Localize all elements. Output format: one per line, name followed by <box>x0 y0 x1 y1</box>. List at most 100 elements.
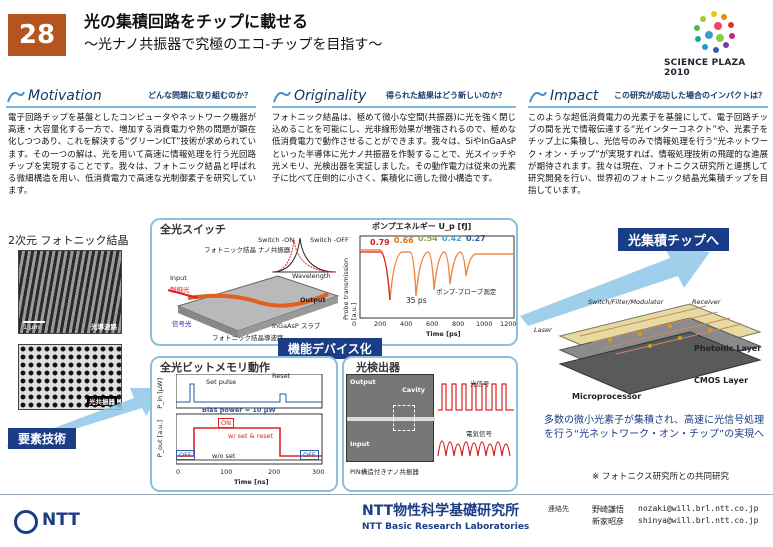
ntt-logo-icon <box>14 510 38 534</box>
memory-panel <box>150 356 338 492</box>
spectrum-inset <box>271 237 337 273</box>
det-cavity-label: Cavity <box>402 386 425 394</box>
pump-probe-chart <box>359 235 515 319</box>
resonator-label: 光共振器 <box>87 396 117 406</box>
pump-value-5: 0.27 <box>466 234 486 243</box>
wavelength-label: Wavelength <box>292 272 331 280</box>
waveguide-sem-image: 1 μm 光導波路 <box>18 250 122 334</box>
originality-heading: Originality <box>294 88 367 104</box>
memory-chart <box>176 374 323 465</box>
pp-tick-400: 400 <box>400 320 413 328</box>
mem-time-axis: Time [ns] <box>234 478 269 486</box>
detector-signals <box>437 383 514 457</box>
resonator-sem-image: 光共振器 <box>18 344 122 410</box>
pp-tick-1200: 1200 <box>500 320 517 328</box>
scale-bar <box>23 321 45 323</box>
woset-label: w/o set <box>212 452 236 460</box>
det-output-label: Output <box>350 378 376 386</box>
footer <box>0 494 773 547</box>
chip-illustration <box>558 303 762 395</box>
pp-tick-0: 0 <box>352 320 357 328</box>
poster-subtitle: ～光ナノ共振器で究極のエコ-チップを目指す～ <box>84 37 383 53</box>
input-label: Input <box>170 274 187 282</box>
chip-caption: 多数の微小光素子が集積され、高速に光信号処理を行う“光ネットワーク・オン・チップ… <box>544 415 765 440</box>
pp-tick-200: 200 <box>374 320 387 328</box>
integration-tab: 光集積チップへ <box>618 228 730 251</box>
memory-title: 全光ビットメモリ動作 <box>160 361 270 374</box>
pump-value-4: 0.42 <box>442 234 462 243</box>
originality-text: フォトニック結晶は、極めて微小な空間(共振器)に光を強く閉じ込めることを可能にし… <box>272 112 516 184</box>
integration-arrow <box>520 246 710 326</box>
collab-note: ※ フォトニクス研究所との共同研究 <box>592 472 729 482</box>
ntt-wordmark: NTT <box>42 510 80 530</box>
switch-diagram <box>167 275 340 338</box>
brand-label: SCIENCE PLAZA 2010 <box>664 58 746 78</box>
mem-tick-100: 100 <box>220 468 233 476</box>
pump-value-3: 0.54 <box>418 234 438 243</box>
lab-name-en: NTT Basic Research Laboratories <box>362 522 530 532</box>
motivation-heading: Motivation <box>28 88 102 104</box>
reset-label: Reset <box>272 372 291 380</box>
lab-name-jp: NTT物性科学基礎研究所 <box>362 503 520 519</box>
off-badge-2: OFF <box>300 450 319 460</box>
contact-email-2[interactable]: shinya@will.brl.ntt.co.jp <box>638 516 759 525</box>
pump-value-2: 0.66 <box>394 236 414 245</box>
pin-nano-label: PIN構造付きナノ共振器 <box>350 468 419 476</box>
science-plaza-logo <box>694 11 735 53</box>
motivation-text: 電子回路チップを基盤としたコンピュータやネットワーク機器が高速・大容量化する一方… <box>8 112 256 196</box>
optical-signal-label: 光信号 <box>470 380 490 388</box>
contact-name-2: 新家昭彦 <box>592 517 624 526</box>
switch-off-label: Switch -OFF <box>310 236 349 244</box>
divider <box>272 106 516 108</box>
signal-label: 信号光 <box>172 320 192 328</box>
chip-laser-label: Laser <box>534 326 552 334</box>
pp-tick-1000: 1000 <box>476 320 493 328</box>
output-label: Output <box>300 296 326 304</box>
bias-label: Bias power = 10 μW <box>202 406 276 414</box>
chip-receiver-label: Receiver <box>692 298 721 306</box>
det-input-label: Input <box>350 440 370 448</box>
detector-waveguide <box>347 417 435 421</box>
mem-tick-200: 200 <box>268 468 281 476</box>
element-tab: 要素技術 <box>8 428 77 449</box>
chip-micro-label: Microprocessor <box>572 392 642 401</box>
poster-number: 28 <box>8 14 66 56</box>
impact-icon <box>528 88 548 104</box>
pump-label: ポンプエネルギー U_p [fJ] <box>372 222 472 231</box>
detector-sem-image <box>346 374 435 462</box>
wset-label: w/ set & reset <box>228 432 274 440</box>
probe-axis-label: Probe transmission [a.u.] <box>342 257 358 320</box>
impact-text: このような超低消費電力の光素子を基盤にして、電子回路チップの間を光で情報伝達する… <box>528 112 768 196</box>
pc-title: 2次元 フォトニック結晶 <box>8 234 129 247</box>
pulse-label: 35 ps <box>406 296 427 305</box>
contact-email-1[interactable]: nozaki@will.brl.ntt.co.jp <box>638 504 759 513</box>
off-badge-1: OFF <box>176 450 195 460</box>
set-pulse-label: Set pulse <box>206 378 237 386</box>
switch-on-label: Switch -ON <box>258 236 295 244</box>
originality-question: 得られた結果はどう新しいのか？ <box>386 91 506 100</box>
contact-name-1: 野崎謙悟 <box>592 505 624 514</box>
impact-heading: Impact <box>550 88 599 104</box>
contact-label: 連絡先 <box>548 505 569 513</box>
scale-label: 1 μm <box>23 323 40 331</box>
cavity-box <box>393 405 415 431</box>
originality-icon <box>272 88 292 104</box>
chip-switch-label: Switch/Filter/Modulator <box>588 298 664 306</box>
pp-time-axis: Time [ps] <box>426 330 461 338</box>
mem-tick-0: 0 <box>176 468 181 476</box>
pc-waveguide-label: フォトニック結晶導波路 <box>212 334 284 342</box>
pout-axis: P_out [a.u.] <box>156 420 164 458</box>
electrical-signal-label: 電気信号 <box>466 430 492 438</box>
control-label: 制御光 <box>170 286 190 294</box>
poster-title: 光の集積回路をチップに載せる <box>84 12 309 31</box>
slab-label: InGaAsP スラブ <box>272 322 321 330</box>
chip-cmos-label: CMOS Layer <box>694 376 749 385</box>
switch-title: 全光スイッチ <box>160 223 226 236</box>
detector-title: 光検出器 <box>356 361 400 374</box>
device-tab: 機能デバイス化 <box>278 338 382 359</box>
pp-tick-800: 800 <box>452 320 465 328</box>
mem-tick-300: 300 <box>312 468 325 476</box>
pumpprobe-label: ポンプ-プローブ測定 <box>436 288 497 296</box>
divider <box>6 106 256 108</box>
on-badge: ON <box>218 418 234 428</box>
